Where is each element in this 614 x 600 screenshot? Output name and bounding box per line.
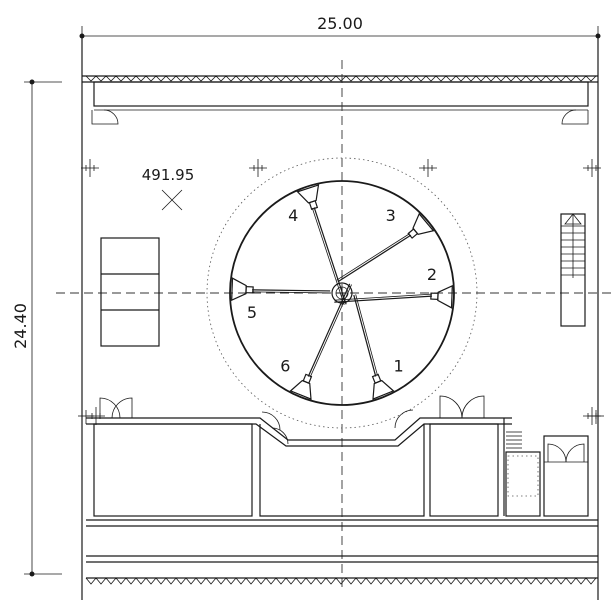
- stand-3: [336, 212, 435, 283]
- stand-6: [289, 283, 352, 401]
- dimension-width: 25.00: [79, 14, 601, 46]
- position-label-6: 6: [280, 356, 290, 375]
- turntable: 1 2 3 4 5 6: [206, 157, 478, 429]
- right-stair: [560, 213, 586, 327]
- building-walls: [81, 36, 599, 600]
- level-marker: 491.95: [142, 166, 195, 211]
- left-storage-stack: [100, 237, 160, 347]
- level-mark-label: 491.95: [142, 166, 195, 184]
- stand-1: [353, 294, 395, 401]
- dimension-height: 24.40: [11, 79, 62, 577]
- position-label-1: 1: [394, 356, 404, 375]
- stand-2: [334, 284, 453, 309]
- grid-axes: [56, 60, 614, 590]
- position-label-3: 3: [386, 206, 396, 225]
- stand-4: [296, 184, 347, 306]
- height-dimension-label: 24.40: [11, 303, 30, 349]
- width-dimension-label: 25.00: [317, 14, 363, 33]
- position-label-2: 2: [427, 265, 437, 284]
- wall-markers: [78, 410, 604, 424]
- position-label-4: 4: [288, 206, 298, 225]
- stand-5: [231, 277, 331, 302]
- position-label-5: 5: [247, 303, 257, 322]
- lower-rooms: [85, 395, 598, 585]
